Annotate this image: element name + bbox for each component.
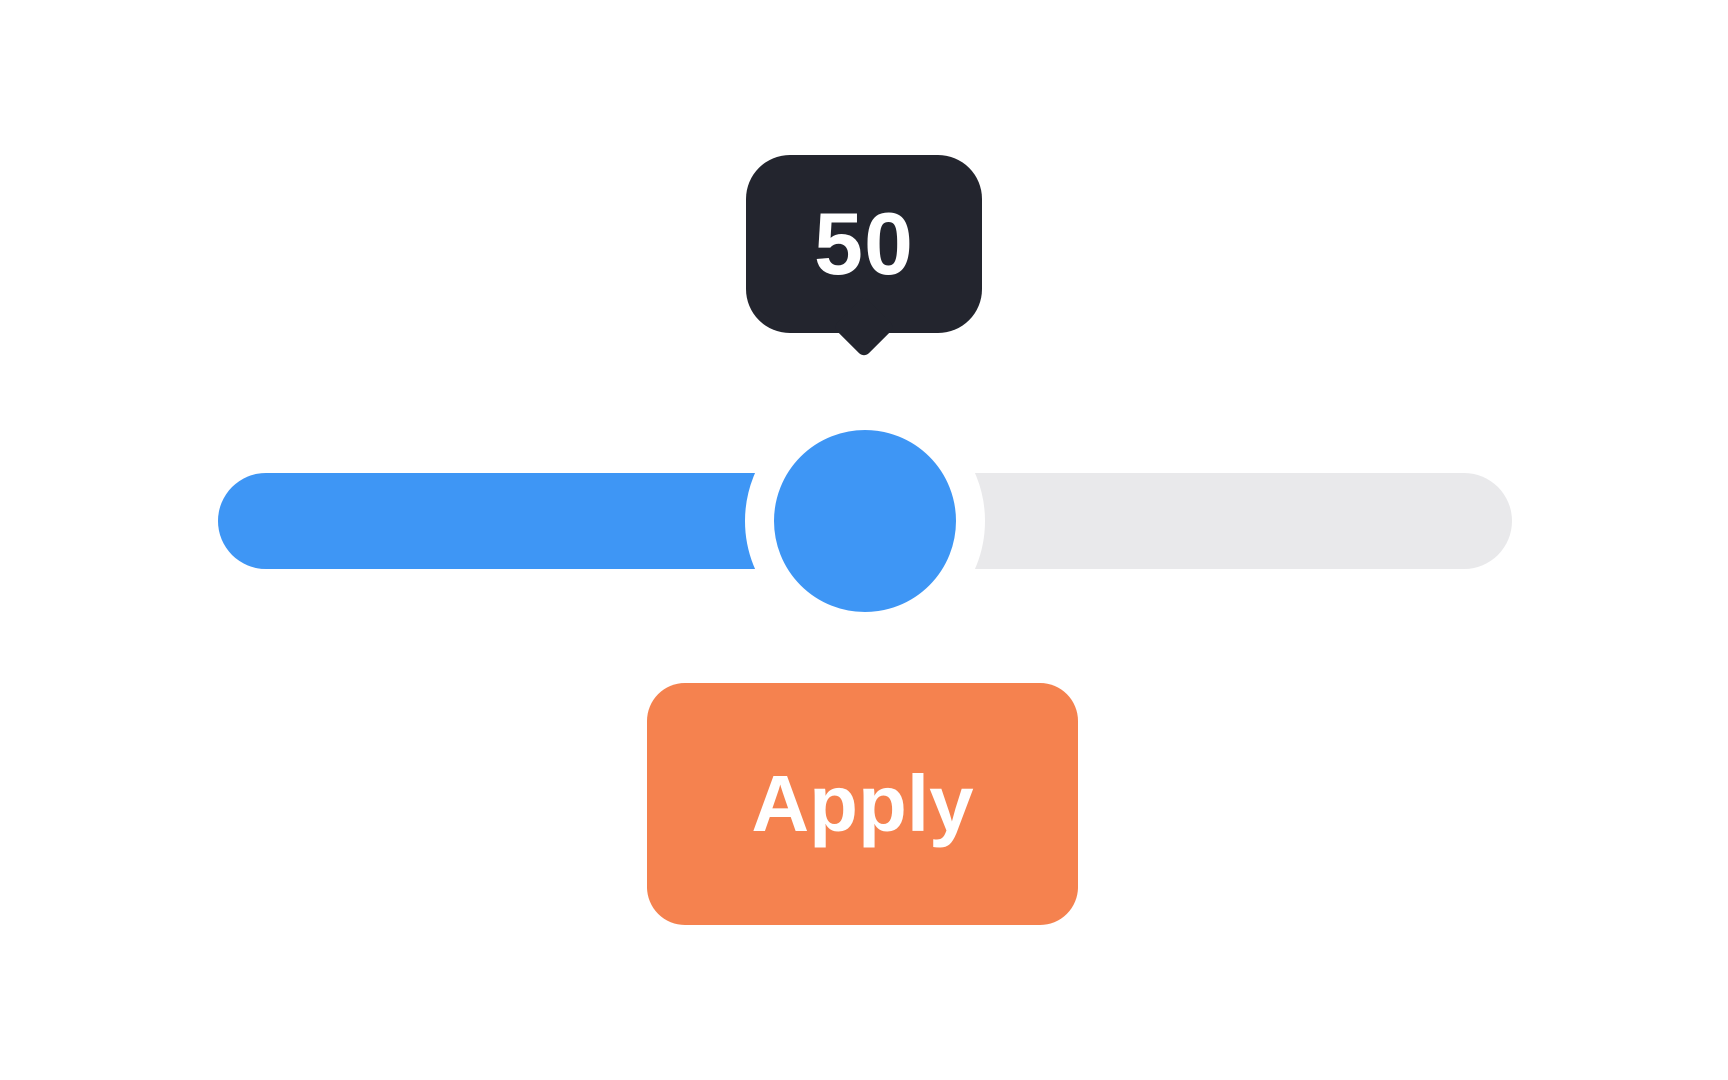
slider-thumb[interactable]	[745, 401, 985, 641]
slider-value-tooltip: 50	[746, 155, 982, 359]
slider-value-label: 50	[814, 194, 914, 293]
slider-track[interactable]	[218, 401, 1512, 641]
apply-button[interactable]: Apply	[647, 683, 1078, 925]
tooltip-arrow	[832, 295, 896, 359]
